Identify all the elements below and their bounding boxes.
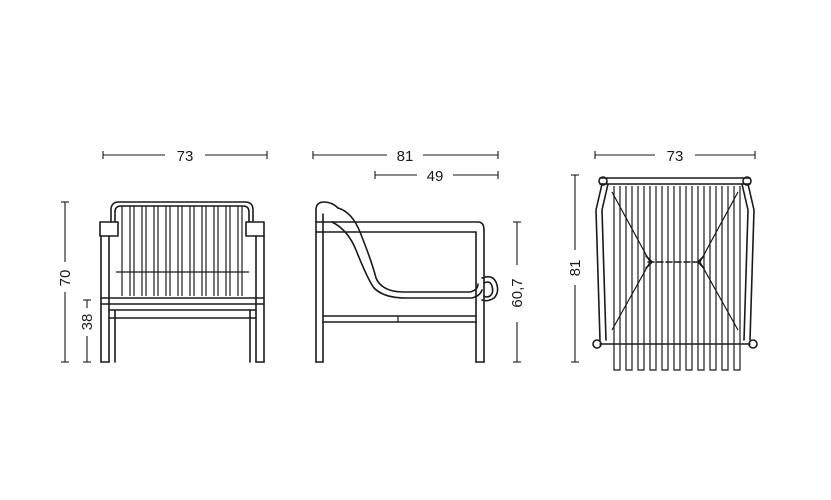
front-chair-outline <box>99 201 265 363</box>
front-width-label: 73 <box>177 148 194 165</box>
top-chair-outline <box>592 176 758 371</box>
side-depth-label: 81 <box>397 148 414 165</box>
side-seat-depth-label: 49 <box>427 168 444 185</box>
front-height-label: 70 <box>57 270 74 287</box>
side-view: 81 49 60,7 <box>312 148 526 363</box>
top-view: 73 81 <box>567 148 758 371</box>
top-width-label: 73 <box>667 148 684 165</box>
front-slats <box>121 206 243 296</box>
side-arm-height-label: 60,7 <box>509 278 526 307</box>
top-depth-label: 81 <box>567 260 584 277</box>
top-slats <box>613 186 741 371</box>
front-view: 73 70 38 <box>57 148 268 363</box>
front-seat-height-label: 38 <box>79 314 96 331</box>
side-chair-outline <box>315 201 499 363</box>
